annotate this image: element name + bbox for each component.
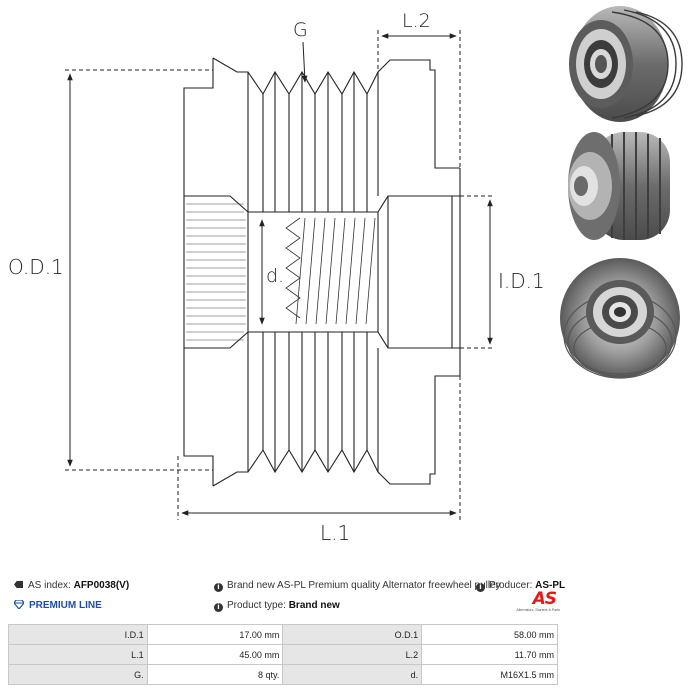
spec-key: O.D.1 xyxy=(282,624,423,645)
label-id1: I.D.1 xyxy=(498,269,545,293)
spec-value: 11.70 mm xyxy=(421,644,558,665)
label-g: G xyxy=(293,19,308,41)
spec-value: 58.00 mm xyxy=(421,624,558,645)
as-pl-logo: AS Alternators, Starters & Parts xyxy=(512,589,560,616)
spec-value: M16X1.5 mm xyxy=(421,664,558,685)
product-type-value: Brand new xyxy=(288,600,340,611)
label-l2: L.2 xyxy=(402,10,431,32)
producer: i Producer: AS-PL xyxy=(476,580,565,592)
premium-line: PREMIUM LINE xyxy=(14,600,102,611)
info-icon: i xyxy=(214,583,223,592)
spec-key: G. xyxy=(8,664,148,685)
dimension-lines xyxy=(65,30,495,520)
spec-key: I.D.1 xyxy=(8,624,148,645)
spec-key: L.1 xyxy=(8,644,148,665)
table-row: I.D.1 17.00 mm O.D.1 58.00 mm xyxy=(8,624,558,645)
as-index: AS index: AFP0038(V) xyxy=(14,580,129,591)
spec-key: d. xyxy=(282,664,423,685)
tag-icon xyxy=(14,581,23,588)
as-index-value: AFP0038(V) xyxy=(73,580,130,591)
thread-section xyxy=(285,217,376,325)
spec-value: 8 qty. xyxy=(146,664,284,685)
spline-hatch xyxy=(186,203,246,341)
spec-value: 17.00 mm xyxy=(146,624,284,645)
logo-mark: AS xyxy=(532,589,557,609)
description-text: Brand new AS-PL Premium quality Alternat… xyxy=(227,580,501,591)
as-index-label: AS index: xyxy=(28,580,71,591)
info-icon: i xyxy=(476,583,485,592)
spec-table: I.D.1 17.00 mm O.D.1 58.00 mm L.1 45.00 … xyxy=(8,624,558,685)
pulley-outline xyxy=(183,57,461,487)
label-l1: L.1 xyxy=(320,521,350,545)
spec-key: L.2 xyxy=(282,644,423,665)
producer-value: AS-PL xyxy=(535,580,566,591)
label-od1: O.D.1 xyxy=(8,255,64,279)
photo-back-view xyxy=(560,258,680,379)
product-type-label: Product type: xyxy=(227,600,286,611)
product-type: i Product type: Brand new xyxy=(214,600,340,612)
spec-value: 45.00 mm xyxy=(146,644,284,665)
table-row: G. 8 qty. d. M16X1.5 mm xyxy=(8,664,558,685)
producer-label: Producer: xyxy=(489,580,533,591)
label-d: d. xyxy=(266,265,284,287)
logo-tagline: Alternators, Starters & Parts xyxy=(516,608,560,612)
photo-side-view xyxy=(568,132,670,240)
table-row: L.1 45.00 mm L.2 11.70 mm xyxy=(8,644,558,665)
photo-front-view xyxy=(569,6,683,122)
diamond-icon xyxy=(14,600,24,609)
info-icon: i xyxy=(214,603,223,612)
technical-drawing: G L.2 O.D.1 I.D.1 d. L.1 xyxy=(8,6,683,545)
premium-label: PREMIUM LINE xyxy=(29,600,102,611)
